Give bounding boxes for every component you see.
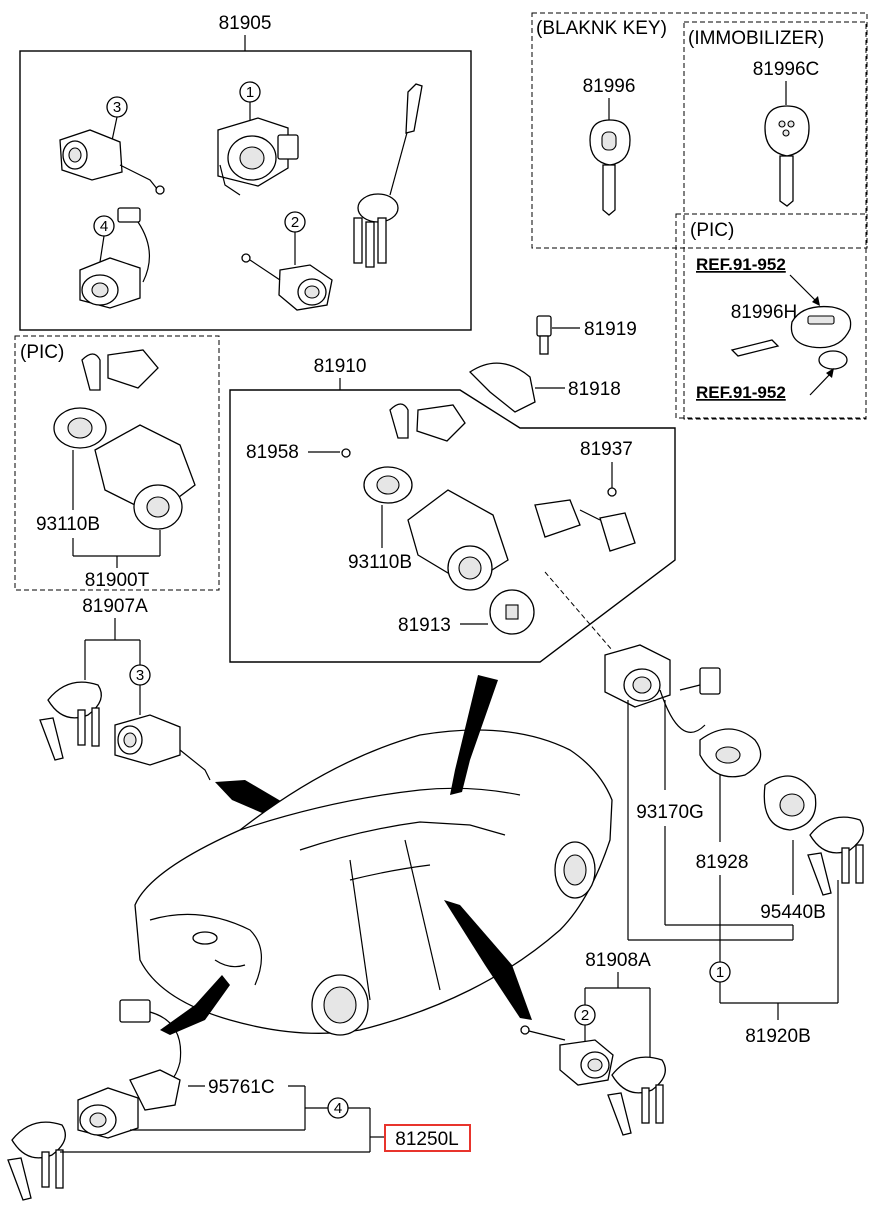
car-illustration	[134, 675, 613, 1036]
label-81910: 81910	[314, 356, 367, 377]
ignition-parts-right: 93170G 81928 95440B 1 81920B	[604, 644, 864, 1047]
door-cylinder-rh-part: 2	[241, 211, 333, 311]
door-cylinder-rh-lower	[520, 1025, 614, 1086]
lock-set-box: 81905 3 1	[19, 13, 472, 331]
key-pair-trunk	[7, 1121, 66, 1201]
immobilizer-key-part	[764, 105, 810, 207]
label-immobilizer: (IMMOBILIZER)	[688, 28, 824, 49]
label-81919: 81919	[584, 319, 637, 340]
callout-1-right: 1	[716, 964, 724, 981]
key-pair-rh	[807, 816, 864, 896]
callout-1-top: 1	[246, 84, 254, 101]
immobilizer-antenna-part-mid	[363, 403, 636, 591]
pic-left-frame	[14, 335, 220, 591]
callout-3-top: 3	[113, 99, 121, 116]
bezel-part	[763, 775, 817, 831]
shroud-81918	[468, 362, 536, 413]
trunk-cylinder-lower	[77, 1087, 139, 1139]
label-95440B: 95440B	[760, 902, 826, 923]
ignition-assembly-group: 81910 81919 81918 81958 81937	[229, 315, 676, 663]
trunk-actuator-part	[119, 999, 182, 1111]
bolt-81919	[536, 315, 552, 355]
label-93110B-mid: 93110B	[348, 552, 412, 573]
label-81920B: 81920B	[745, 1026, 811, 1047]
label-81250L: 81250L	[395, 1129, 458, 1150]
label-81996H: 81996H	[731, 302, 798, 323]
door-cylinder-part: 3	[59, 96, 165, 195]
immobilizer-antenna-part-left	[53, 349, 196, 530]
callout-3-left: 3	[136, 667, 144, 684]
callout-4-top: 4	[100, 218, 108, 235]
blank-key-frame	[531, 12, 868, 249]
ref-91-952-top: REF.91-952	[696, 255, 786, 274]
ignition-lock-part: 1	[217, 81, 299, 196]
label-93110B-left: 93110B	[36, 514, 100, 535]
key-options-group: (BLAKNK KEY) (IMMOBILIZER) 81996 81996C …	[531, 12, 868, 420]
label-95761C: 95761C	[208, 1077, 275, 1098]
trunk-lock-group: 95761C 4 81250L	[7, 999, 471, 1201]
callout-4-bottom: 4	[334, 1100, 342, 1117]
smart-key-part	[730, 305, 852, 370]
key-fob-part	[353, 83, 423, 268]
ignition-assembly-frame	[229, 389, 676, 663]
ref-91-952-bottom: REF.91-952	[696, 383, 786, 402]
trunk-cylinder-part: 4	[79, 207, 151, 309]
label-81937: 81937	[580, 439, 633, 460]
label-pic-left: (PIC)	[20, 342, 64, 363]
bezel-81913	[489, 589, 535, 635]
label-81928: 81928	[696, 852, 749, 873]
label-81908A: 81908A	[585, 950, 651, 971]
ignition-switch-part	[604, 644, 721, 733]
label-81900T: 81900T	[85, 570, 150, 591]
key-pair-rh-lower	[607, 1056, 666, 1136]
label-93170G: 93170G	[636, 802, 704, 823]
highlight-box-81250L	[384, 1124, 471, 1152]
door-lock-rh-group: 81908A 2	[520, 950, 666, 1136]
pic-top-frame	[675, 213, 867, 419]
label-81996C: 81996C	[753, 59, 820, 80]
key-pair-lh	[39, 681, 102, 761]
label-81918: 81918	[568, 379, 621, 400]
callout-2-bottom: 2	[581, 1007, 589, 1024]
label-blank-key: (BLAKNK KEY)	[536, 18, 667, 39]
coil-part	[699, 728, 762, 778]
label-81913: 81913	[398, 615, 451, 636]
label-81958: 81958	[246, 442, 299, 463]
pic-left-group: (PIC) 93110B 81900T	[14, 335, 220, 591]
label-81996: 81996	[583, 76, 636, 97]
label-81905: 81905	[219, 13, 272, 34]
label-81907A: 81907A	[82, 596, 148, 617]
blank-key-part	[589, 119, 631, 216]
label-pic-top: (PIC)	[690, 220, 734, 241]
callout-2-top: 2	[291, 214, 299, 231]
door-cylinder-lh	[114, 714, 211, 781]
